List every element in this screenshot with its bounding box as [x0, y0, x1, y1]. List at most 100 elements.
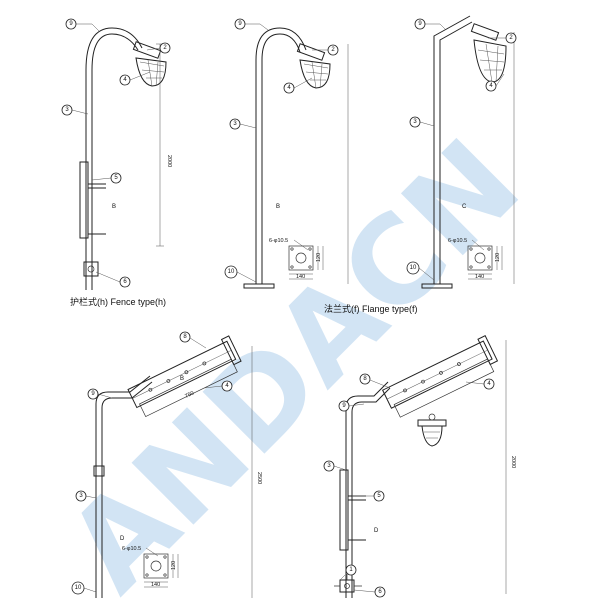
pole-outline-right [261, 33, 301, 284]
callout-10-label: 10 [75, 585, 82, 591]
leader-9 [76, 23, 101, 33]
flange-height: 120 [316, 253, 322, 262]
callout-8 [179, 331, 191, 343]
letter-d: D [374, 528, 379, 534]
caption-flange: 法兰式(f) Flange type(f) [324, 303, 418, 314]
callout-10 [406, 261, 420, 275]
lamp-fixture [470, 23, 507, 83]
callout-6 [374, 586, 386, 598]
leader-2 [146, 47, 161, 51]
callout-9 [65, 18, 77, 30]
figure-flange-curved: B 6-φ10.5 140 120 9 2 4 3 10 [224, 18, 349, 289]
floodlight-fixture [127, 335, 242, 418]
callout-2-label: 2 [331, 47, 335, 53]
callout-8-label: 8 [363, 376, 367, 382]
leader-4 [293, 77, 313, 89]
leader-5 [91, 177, 112, 181]
holes-spec: 6-φ10.5 [269, 238, 288, 244]
height-value: 2000 [166, 155, 172, 167]
leader-9 [425, 23, 447, 31]
leader-3 [71, 109, 89, 115]
lamp-fixture [132, 41, 167, 87]
leader-3 [85, 495, 97, 499]
junction-box [83, 261, 99, 277]
flange-detail: 6-φ10.5 140 120 [122, 546, 179, 588]
callout-3 [229, 118, 241, 130]
watermark-text: ANDACN [42, 114, 546, 598]
flange-height: 120 [171, 561, 177, 570]
flange-detail: 6-φ10.5 140 120 [269, 238, 324, 280]
callout-10 [71, 581, 85, 595]
leader-3 [239, 123, 257, 129]
junction-box [334, 574, 362, 593]
leader-9 [245, 23, 269, 31]
pole-outline-right [439, 21, 473, 284]
base-flange [421, 283, 453, 289]
callout-5 [110, 172, 122, 184]
fence-clamps [348, 495, 366, 541]
callout-2 [327, 44, 339, 56]
callout-9 [414, 18, 426, 30]
leader-3 [419, 121, 435, 127]
leader-4 [203, 385, 223, 389]
callout-8 [359, 373, 371, 385]
callout-5-label: 5 [377, 493, 381, 499]
callout-2 [159, 42, 171, 54]
pole-outline-left [255, 27, 307, 284]
leader-4 [465, 381, 485, 385]
callout-3 [61, 104, 73, 116]
callout-6-label: 6 [378, 589, 382, 595]
callout-10 [224, 265, 238, 279]
callout-9-label: 9 [91, 391, 95, 397]
pole-joint [93, 465, 105, 477]
leader-1 [339, 574, 346, 581]
base-flange [243, 283, 275, 289]
callout-5-label: 5 [114, 175, 118, 181]
fence-bracket [79, 161, 89, 239]
height-value: 2000 [510, 456, 516, 468]
callout-9 [234, 18, 246, 30]
callout-9 [338, 400, 350, 412]
lamp-side-view [417, 413, 447, 447]
arm-length: 750 [184, 390, 195, 399]
callout-4 [485, 80, 497, 92]
holes-spec: 6-φ10.5 [448, 238, 467, 244]
callout-9-label: 9 [342, 403, 346, 409]
callout-4-label: 4 [489, 83, 493, 89]
callout-1-label: 1 [349, 567, 353, 573]
leader-4 [129, 71, 151, 81]
callout-5 [373, 490, 385, 502]
callout-4 [119, 74, 131, 86]
holes-spec: 6-φ10.5 [122, 546, 141, 552]
leader-10 [83, 587, 97, 593]
callout-3-label: 3 [233, 121, 237, 127]
callout-10-label: 10 [228, 269, 235, 275]
callout-1 [345, 564, 357, 576]
callout-4 [283, 82, 295, 94]
leader-4 [495, 73, 505, 87]
leader-9 [97, 393, 113, 399]
callout-4 [483, 378, 495, 390]
callout-3-label: 3 [65, 107, 69, 113]
callout-2-label: 2 [509, 35, 513, 41]
flange-width: 140 [151, 582, 160, 588]
height-value: 2500 [256, 472, 262, 484]
letter-d: D [120, 536, 125, 542]
figure-flange-angled: C 6-φ10.5 140 120 9 2 4 3 10 法兰式(f) Flan… [324, 15, 517, 314]
leader-10 [418, 267, 435, 281]
leader-8 [369, 379, 391, 389]
figure-floodlight-flange: 750 B 2500 D 6-φ10.5 140 120 8 4 9 3 [71, 331, 262, 598]
callout-9 [87, 388, 99, 400]
callout-6 [119, 276, 131, 288]
callout-3-label: 3 [79, 493, 83, 499]
callout-9-label: 9 [418, 21, 422, 27]
pole-outline-left [433, 15, 471, 284]
callout-4 [221, 380, 233, 392]
callout-3-label: 3 [327, 463, 331, 469]
letter-b: B [112, 204, 116, 210]
flange-width: 140 [475, 274, 484, 280]
pole-outline-right [351, 387, 391, 598]
callout-2 [505, 32, 517, 44]
